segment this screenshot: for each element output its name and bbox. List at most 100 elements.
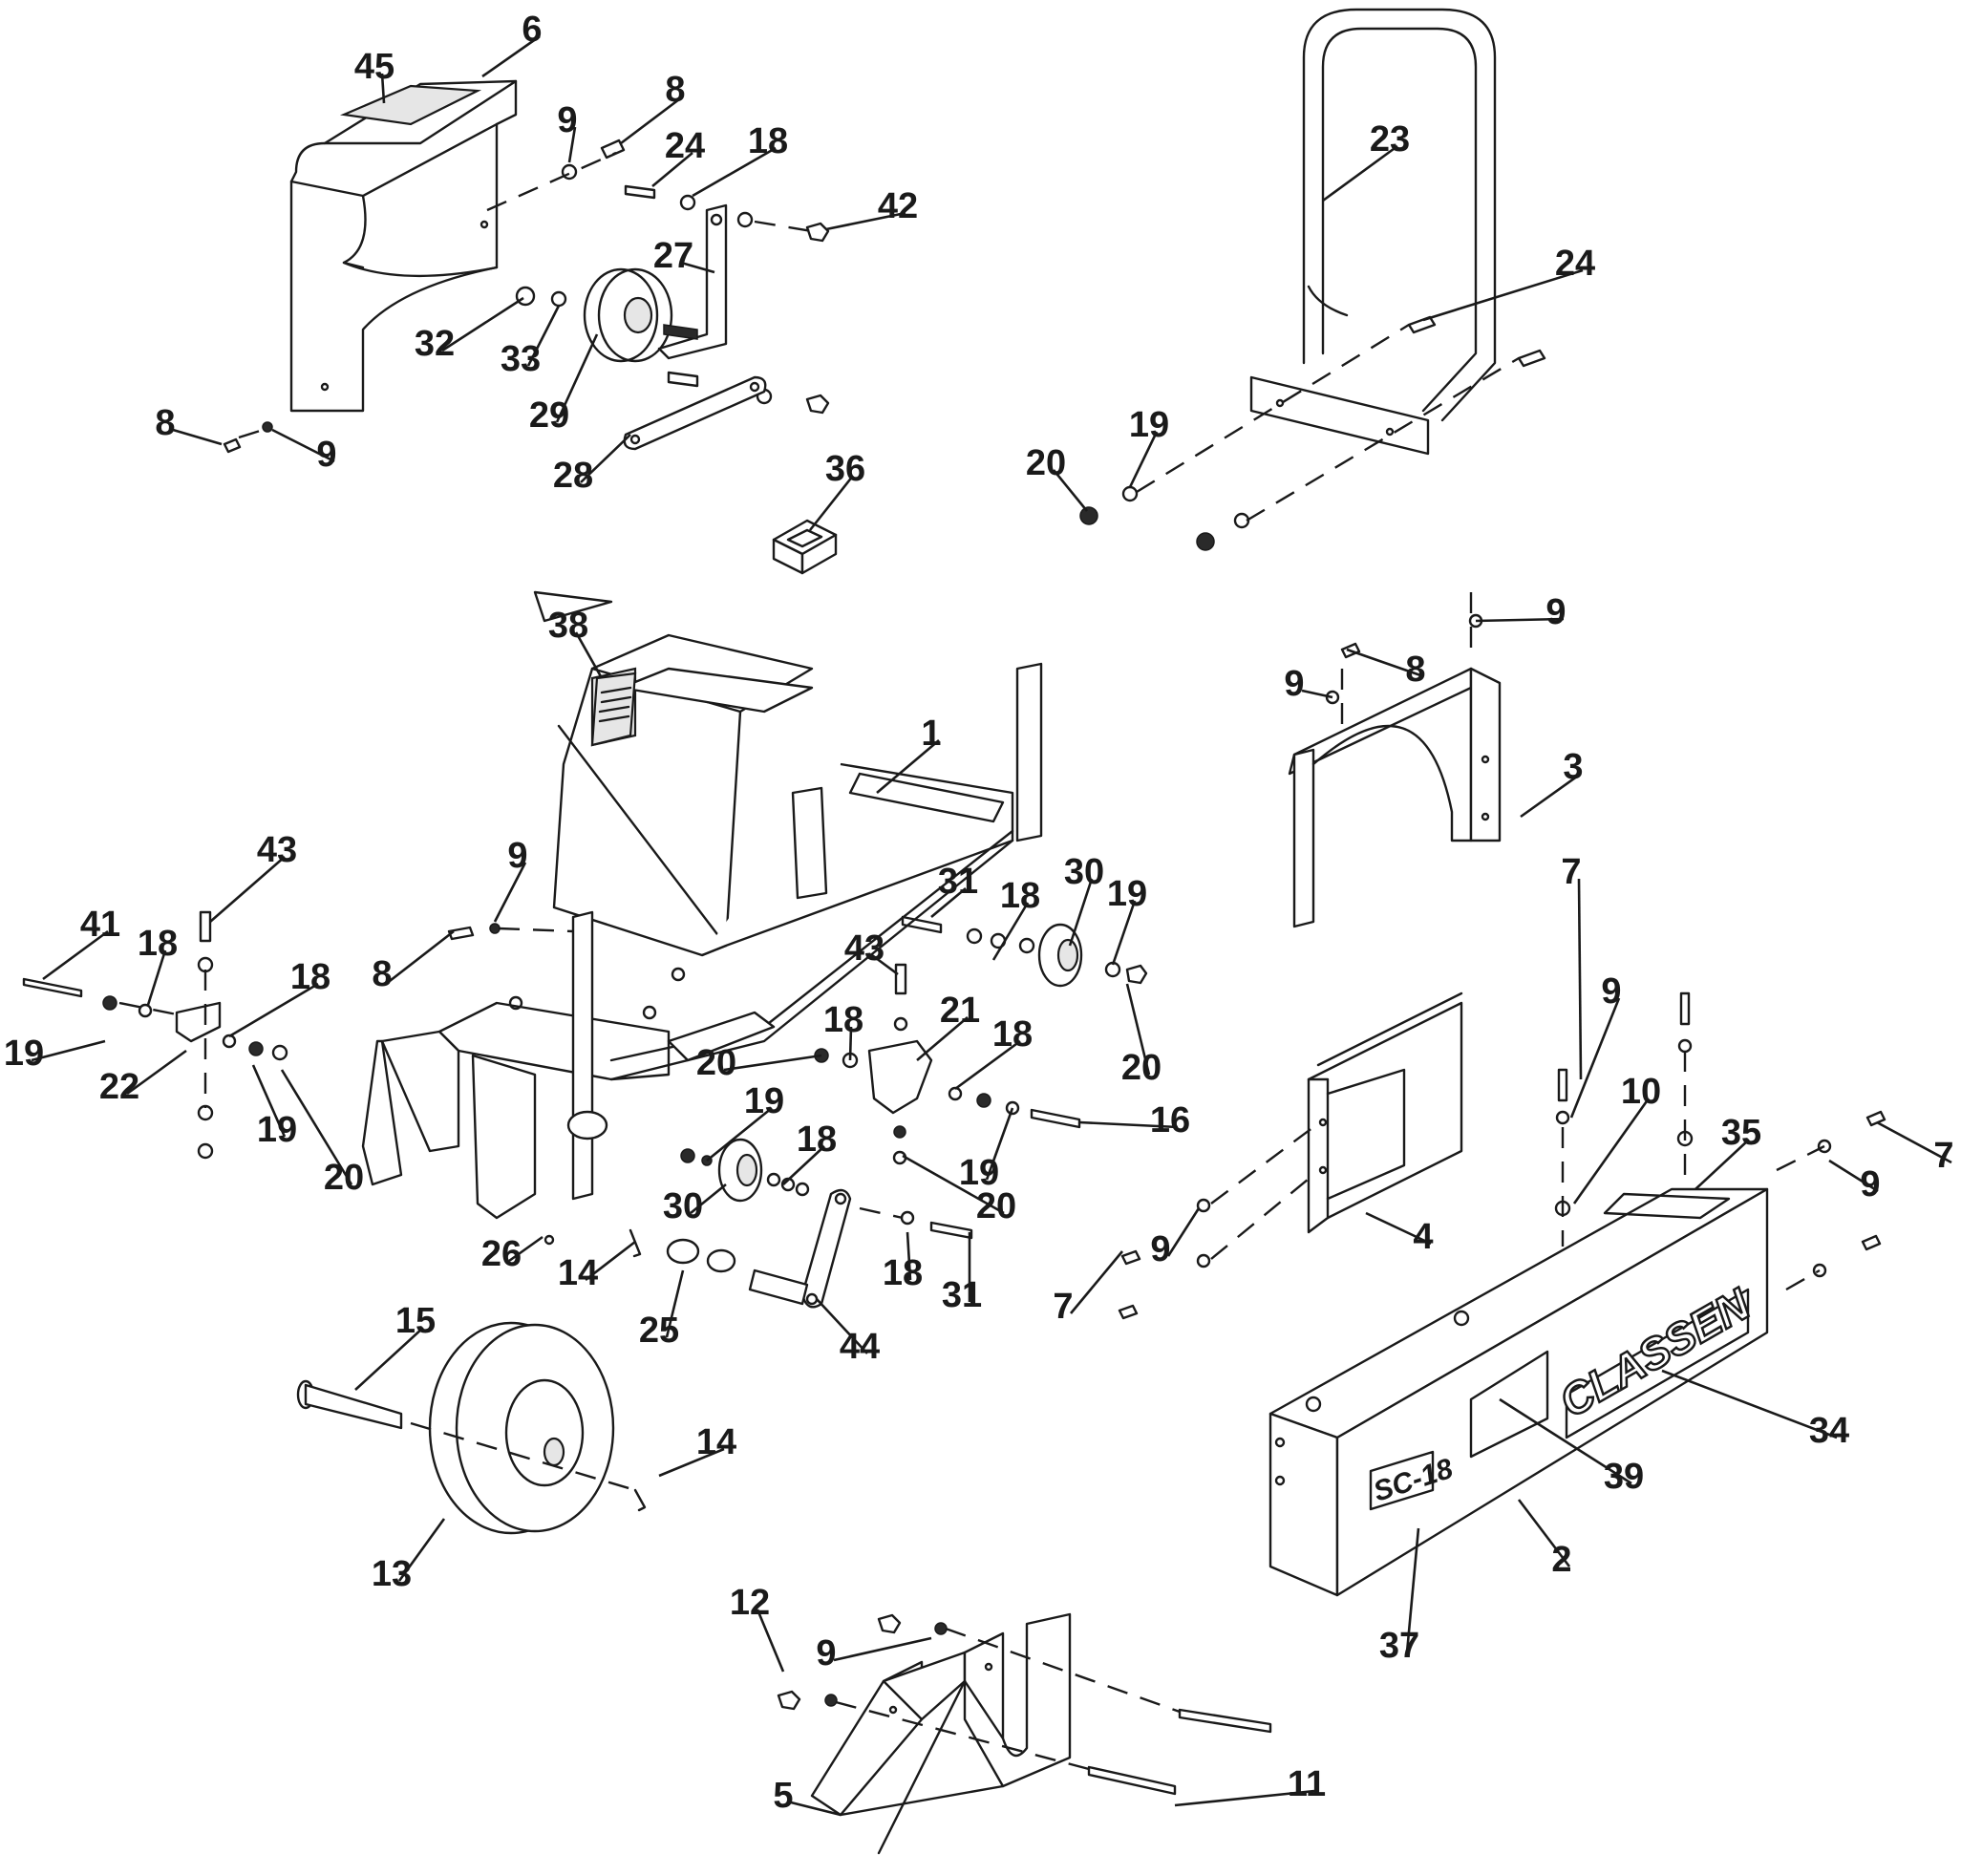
callout-label: 8 [665, 70, 685, 110]
callout-label: 12 [730, 1583, 770, 1623]
leader-line [690, 1183, 727, 1215]
leader-line [508, 1235, 544, 1263]
belt-guard-cover-part-6 [289, 79, 518, 413]
leader-line [1405, 1527, 1420, 1653]
decal-part-45 [339, 84, 482, 126]
callout-c32: 32 [415, 296, 524, 364]
leader-line [1828, 1159, 1879, 1193]
wheel-part-13 [428, 1321, 615, 1535]
leader-line [574, 631, 604, 679]
callout-c36: 36 [808, 449, 865, 531]
callout-label: 29 [529, 395, 569, 436]
callout-c6: 6 [481, 10, 543, 78]
callout-label: 20 [976, 1186, 1016, 1226]
leader-line [930, 887, 967, 918]
callout-label: 18 [290, 957, 330, 997]
leader-line [833, 1636, 932, 1662]
callout-label: 37 [1379, 1626, 1419, 1666]
callout-c30b: 30 [663, 1183, 727, 1226]
leader-line [902, 1154, 1005, 1215]
callout-c18h: 18 [883, 1231, 923, 1293]
callout-c38: 38 [548, 606, 604, 679]
callout-label: 32 [415, 324, 455, 364]
leader-line [991, 902, 1030, 961]
callout-c33: 33 [501, 305, 561, 379]
callout-label: 30 [663, 1186, 703, 1226]
axle-part-15 [296, 1379, 647, 1512]
callout-label: 9 [316, 435, 336, 475]
callout-label: 19 [744, 1081, 784, 1121]
callout-label: 19 [257, 1110, 297, 1150]
callout-label: 9 [816, 1633, 836, 1673]
callout-c20e: 20 [902, 1154, 1016, 1226]
leader-line [1569, 997, 1621, 1119]
callout-c20c: 20 [696, 1043, 822, 1083]
callout-c9e: 9 [493, 836, 528, 923]
callout-label: 9 [1284, 664, 1304, 704]
leader-line [985, 1107, 1014, 1181]
leader-line [1475, 617, 1565, 623]
callout-label: 19 [1107, 874, 1147, 914]
callout-c4: 4 [1365, 1211, 1434, 1257]
leader-line [848, 1026, 853, 1061]
callout-label: 3 [1563, 747, 1583, 787]
callout-c29: 29 [529, 333, 599, 436]
callout-label: 8 [1405, 650, 1425, 690]
leader-line [706, 1106, 773, 1162]
hardware-group-top-left [223, 139, 830, 454]
link-bar-part-28 [623, 371, 767, 451]
callout-c19a: 19 [1128, 405, 1169, 488]
callout-c3: 3 [1520, 747, 1584, 819]
callout-c18e: 18 [823, 1000, 863, 1061]
leader-line [1174, 1789, 1315, 1807]
leader-line [1078, 1120, 1179, 1129]
leader-line [756, 1609, 785, 1673]
callout-c19f: 19 [959, 1107, 1014, 1193]
callout-c18a: 18 [692, 121, 788, 198]
leader-line [397, 1518, 446, 1582]
leader-line [876, 739, 940, 794]
leader-line [481, 34, 541, 78]
callout-c10: 10 [1572, 1072, 1661, 1204]
callout-label: 16 [1150, 1100, 1190, 1141]
callout-label: 45 [354, 47, 394, 87]
callout-label: 13 [372, 1554, 412, 1594]
leader-line [651, 152, 693, 187]
callout-c35: 35 [1695, 1113, 1761, 1190]
callout-c5: 5 [773, 1776, 842, 1817]
callout-c14b: 14 [658, 1422, 736, 1478]
leader-line [1520, 772, 1582, 819]
callout-label: 9 [557, 100, 577, 140]
callout-label: 24 [1555, 244, 1595, 284]
callout-label: 18 [992, 1014, 1033, 1055]
callout-c7a: 7 [1561, 852, 1583, 1080]
leader-line [42, 929, 109, 981]
pulley-part-29 [583, 267, 698, 363]
bracket-part-21 [814, 963, 1081, 1165]
main-cover-part-2 [1268, 1187, 1769, 1597]
callout-c18g: 18 [782, 1119, 837, 1185]
leader-line [567, 126, 577, 163]
leader-line [1301, 689, 1333, 699]
callout-label: 33 [501, 339, 541, 379]
callout-label: 18 [138, 924, 178, 964]
callout-c7b: 7 [1876, 1120, 1954, 1176]
callout-c13: 13 [372, 1518, 446, 1594]
callout-c27: 27 [653, 236, 715, 276]
leader-line [692, 146, 777, 198]
callout-label: 24 [665, 126, 705, 166]
callout-c23: 23 [1322, 119, 1410, 203]
callout-c14a: 14 [558, 1240, 636, 1293]
callout-label: 20 [696, 1043, 736, 1083]
callout-c20d: 20 [1121, 983, 1162, 1088]
callout-label: 18 [883, 1253, 923, 1293]
decal-part-38 [590, 672, 637, 747]
callout-c19c: 19 [251, 1064, 297, 1150]
callout-label: 19 [959, 1153, 999, 1193]
leader-line [1517, 1499, 1571, 1567]
callout-label: 21 [940, 991, 980, 1031]
leader-line [782, 1145, 825, 1185]
callout-label: 14 [696, 1422, 736, 1462]
callout-c20a: 20 [1026, 443, 1089, 512]
